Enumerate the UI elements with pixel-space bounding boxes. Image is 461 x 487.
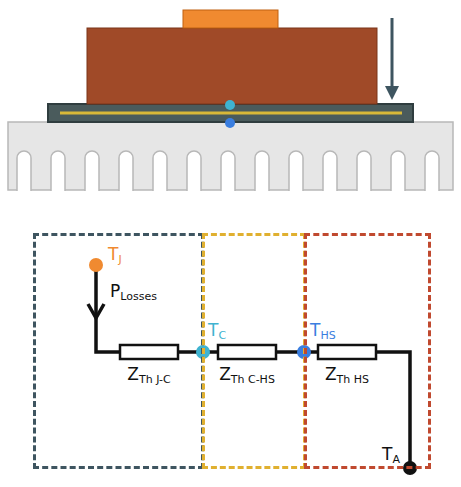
case-point [225, 100, 235, 110]
arrow-head [385, 86, 399, 100]
subscript: Th C-HS [231, 373, 275, 386]
subscript: Th J-C [139, 373, 171, 386]
subscript: J [118, 253, 121, 266]
resistor-symbol [318, 345, 376, 359]
resistor-symbol [218, 345, 276, 359]
fin-slot [323, 151, 337, 192]
ground [0, 191, 461, 197]
fin-slot [51, 151, 65, 192]
heatsink-region: THS ZTh HS TA [304, 233, 431, 469]
fin-slot [289, 151, 303, 192]
fin-slot [221, 151, 235, 192]
heatsink-fins [0, 151, 461, 197]
pressure-arrow [391, 18, 394, 88]
fin-slot [17, 151, 31, 192]
node-label: TA [382, 446, 400, 465]
node-label: PLosses [110, 283, 157, 302]
subscript: Th HS [337, 373, 369, 386]
loss-arrow [88, 304, 104, 318]
fin-slot [85, 151, 99, 192]
subscript: C [218, 329, 226, 342]
junction-case-region: TJ PLossesZTh J-C [33, 233, 204, 469]
fin-slot [425, 151, 439, 192]
solder-layer [60, 112, 402, 115]
subscript: Losses [120, 290, 157, 303]
node-label: THS [310, 322, 336, 341]
fin-slot [153, 151, 167, 192]
junction-dot [89, 258, 103, 272]
node-label: ZTh J-C [127, 366, 170, 385]
heatsink-point [225, 118, 235, 128]
node-label: ZTh C-HS [219, 366, 275, 385]
case-heatsink-region: TC ZTh C-HS [202, 233, 306, 469]
node-label: TC [208, 322, 226, 341]
node-label: TJ [108, 246, 122, 265]
subscript: A [392, 453, 400, 466]
module-body [87, 28, 377, 104]
wire [96, 265, 410, 468]
subscript: HS [320, 329, 335, 342]
fin-slot [391, 151, 405, 192]
resistor-symbol [120, 345, 178, 359]
fin-slot [187, 151, 201, 192]
node-label: ZTh HS [325, 366, 369, 385]
fin-slot [255, 151, 269, 192]
chip [183, 10, 278, 28]
fin-slot [119, 151, 133, 192]
fin-slot [357, 151, 371, 192]
